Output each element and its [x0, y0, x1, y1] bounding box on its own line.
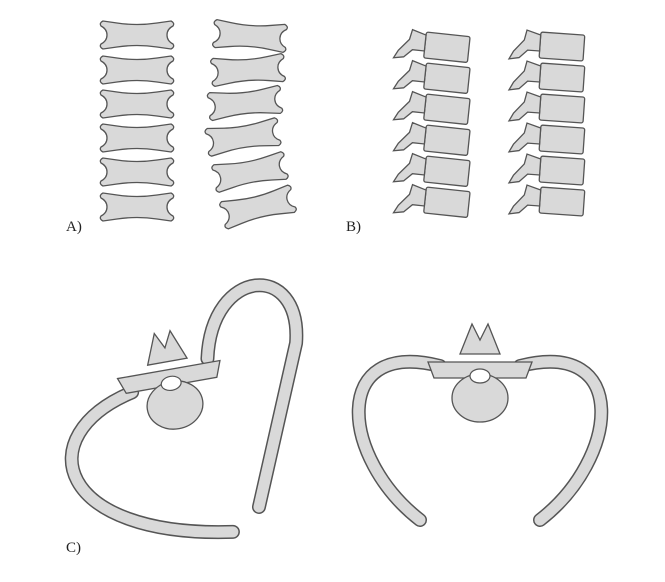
rotated-rib-cage [47, 280, 329, 558]
panel-a-coronal-spine [100, 19, 297, 229]
vertebral-body [424, 63, 470, 93]
vertebral-body [539, 156, 585, 185]
panel-label-a: A) [66, 219, 82, 236]
posterior-process [509, 29, 541, 61]
vertebral-body [539, 187, 585, 216]
rib [196, 280, 325, 512]
vertebral-body [424, 94, 470, 124]
vertebra [509, 153, 585, 188]
vertebral-body [539, 125, 585, 154]
vertebra [219, 185, 297, 230]
vertebra [393, 121, 470, 159]
vertebra [393, 90, 470, 128]
vertebral-body [424, 125, 470, 155]
vertebral-body [424, 187, 470, 217]
vertebra [509, 60, 585, 95]
vertebra [393, 183, 470, 221]
panel-b-sagittal-spine [393, 28, 584, 221]
vertebral-body [424, 156, 470, 186]
vertebra [509, 122, 585, 157]
vertebra [509, 29, 585, 64]
spinous-process [460, 324, 500, 354]
vertebra [100, 158, 173, 186]
vertebra [205, 117, 282, 156]
posterior-process [393, 90, 426, 123]
vertebral-body [539, 63, 585, 92]
vertebra [100, 21, 173, 49]
vertebra [212, 19, 287, 52]
deformed-sagittal-spine [509, 29, 585, 219]
spinous-process [142, 329, 187, 365]
posterior-process [509, 91, 541, 123]
posterior-process [393, 59, 426, 92]
vertebra [509, 91, 585, 126]
vertebral-body [424, 32, 470, 62]
panel-c-axial-thorax [47, 280, 601, 558]
vertebra [100, 56, 173, 84]
vertebra [100, 124, 173, 152]
vertebra [393, 28, 470, 66]
posterior-process [509, 184, 541, 216]
posterior-process [509, 153, 541, 185]
vertebral-body [539, 94, 585, 123]
panel-label-c: C) [66, 540, 81, 557]
vertebra [393, 152, 470, 190]
posterior-process [393, 28, 426, 61]
posterior-process [509, 60, 541, 92]
posterior-process [509, 122, 541, 154]
posterior-process [393, 183, 426, 216]
vertebra [100, 193, 173, 221]
normal-coronal-spine [100, 21, 173, 221]
vertebral-body [539, 32, 585, 61]
vertebra [393, 59, 470, 97]
vertebra [210, 53, 285, 86]
thoracic-cross-section [47, 280, 329, 558]
vertebra [207, 85, 283, 121]
spinal-canal [470, 369, 490, 383]
scoliotic-coronal-spine [205, 19, 297, 229]
posterior-process [393, 121, 426, 154]
vertebra [100, 90, 173, 118]
normal-rib-cage [359, 324, 602, 520]
vertebra [509, 184, 585, 219]
thoracic-cross-section [359, 324, 602, 520]
vertebra [211, 151, 288, 192]
panel-label-b: B) [346, 219, 361, 236]
normal-sagittal-spine [393, 28, 470, 221]
posterior-process [393, 152, 426, 185]
